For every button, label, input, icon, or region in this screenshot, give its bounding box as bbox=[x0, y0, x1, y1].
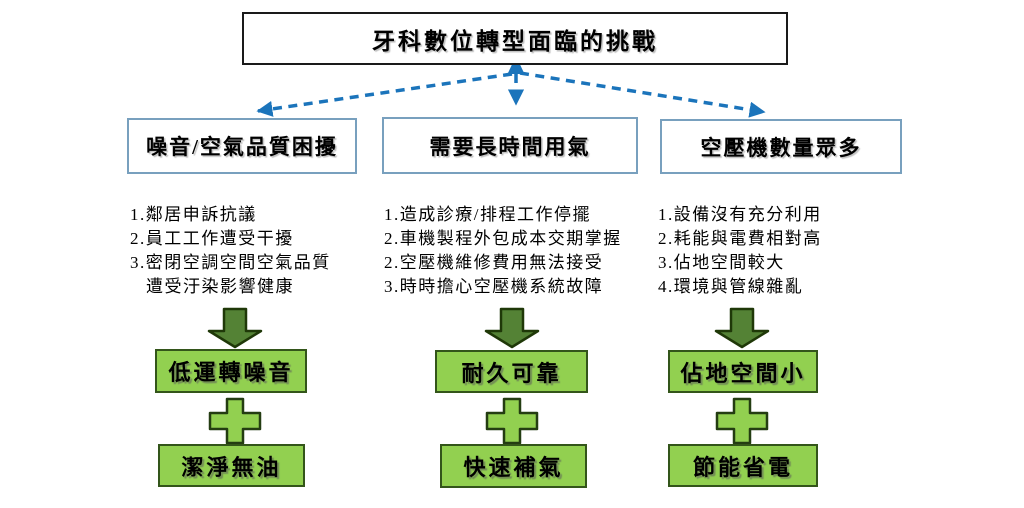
plus-group bbox=[208, 397, 769, 445]
issue-item: 3.時時擔心空壓機系統故障 bbox=[384, 277, 604, 296]
dashed-arrow-left bbox=[256, 72, 513, 117]
challenge-label: 噪音/空氣品質困擾 bbox=[146, 135, 338, 159]
issue-item: 1.造成診療/排程工作停擺 bbox=[384, 205, 591, 224]
issue-item: 2.車機製程外包成本交期掌握 bbox=[384, 229, 622, 248]
dashed-arrow-group bbox=[256, 71, 766, 118]
challenge-box-air-time: 需要長時間用氣 bbox=[382, 117, 638, 174]
issue-list-air-time: 1.造成診療/排程工作停擺 2.車機製程外包成本交期掌握 2.空壓機維修費用無法… bbox=[384, 203, 622, 299]
issue-item: 1.鄰居申訴抗議 bbox=[130, 205, 257, 224]
issue-item: 2.空壓機維修費用無法接受 bbox=[384, 253, 604, 272]
issue-item: 1.設備沒有充分利用 bbox=[658, 205, 822, 224]
benefit-box-small-footprint: 佔地空間小 bbox=[668, 350, 818, 393]
issue-item: 2.員工工作遭受干擾 bbox=[130, 229, 294, 248]
benefit-box-energy-saving: 節能省電 bbox=[668, 444, 818, 487]
down-arrow-icon bbox=[484, 307, 540, 349]
benefit-box-durable: 耐久可靠 bbox=[435, 350, 588, 393]
down-arrow-icon bbox=[207, 307, 263, 349]
benefit-box-low-noise: 低運轉噪音 bbox=[155, 349, 307, 393]
title-box: 牙科數位轉型面臨的挑戰 bbox=[242, 12, 788, 65]
challenge-box-noise: 噪音/空氣品質困擾 bbox=[127, 118, 357, 174]
challenge-label: 空壓機數量眾多 bbox=[700, 135, 862, 160]
issue-item: 4.環境與管線雜亂 bbox=[658, 277, 804, 296]
challenge-label: 需要長時間用氣 bbox=[429, 134, 591, 159]
issue-item: 3.佔地空間較大 bbox=[658, 253, 785, 272]
benefit-box-oil-free: 潔淨無油 bbox=[158, 444, 305, 487]
challenge-box-compressor-count: 空壓機數量眾多 bbox=[660, 119, 902, 174]
down-arrow-group bbox=[207, 307, 770, 349]
issue-list-noise: 1.鄰居申訴抗議 2.員工工作遭受干擾 3.密閉空調空間空氣品質 遭受汙染影響健… bbox=[130, 203, 331, 299]
benefit-box-fast-refill: 快速補氣 bbox=[440, 444, 587, 488]
plus-icon bbox=[208, 397, 262, 445]
title-text: 牙科數位轉型面臨的挑戰 bbox=[372, 28, 658, 54]
down-arrow-icon bbox=[714, 307, 770, 349]
issue-item: 3.密閉空調空間空氣品質 bbox=[130, 253, 331, 272]
issue-item: 2.耗能與電費相對高 bbox=[658, 229, 822, 248]
issue-list-compressor-count: 1.設備沒有充分利用 2.耗能與電費相對高 3.佔地空間較大 4.環境與管線雜亂 bbox=[658, 203, 822, 299]
plus-icon bbox=[715, 397, 769, 445]
dashed-arrow-right bbox=[519, 71, 766, 118]
plus-icon bbox=[485, 397, 539, 445]
issue-item-continuation: 遭受汙染影響健康 bbox=[146, 277, 294, 296]
